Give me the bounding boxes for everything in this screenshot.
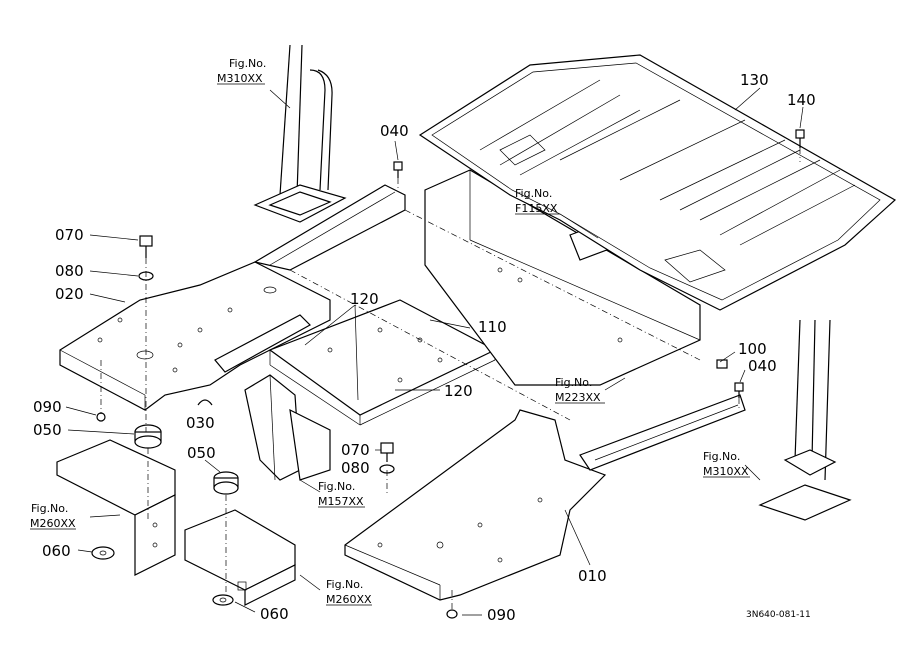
part-label-120: 120: [444, 382, 473, 400]
part-label-080: 080: [55, 262, 84, 280]
part-label-060: 060: [260, 605, 289, 623]
fig-ref-label: Fig.No.: [229, 57, 266, 70]
part-label-050: 050: [187, 444, 216, 462]
part-label-010: 010: [578, 567, 607, 585]
left-stand: [56, 439, 176, 576]
upper-left-pillar: [253, 44, 347, 223]
rubber-mount-050-bottom: [213, 471, 239, 495]
fig-ref-f115: Fig.No. F115XX: [515, 187, 560, 215]
part-label-060: 060: [42, 542, 71, 560]
part-label-030: 030: [186, 414, 215, 432]
part-label-110: 110: [478, 318, 507, 336]
part-label-090: 090: [33, 398, 62, 416]
part-label-140: 140: [787, 91, 816, 109]
bolt-070-center: [379, 442, 395, 474]
fig-ref-code: M157XX: [318, 495, 364, 508]
right-pillar: [758, 319, 852, 521]
washer-060-left: [91, 546, 115, 560]
part-label-070: 070: [341, 441, 370, 459]
bolt-140: [795, 129, 805, 148]
fig-ref-label: Fig.No.: [318, 480, 355, 493]
fig-ref-label: Fig.No.: [703, 450, 740, 463]
fig-ref-code: M310XX: [703, 465, 749, 478]
part-labels: 070 080 020 090 050 060 050 030 060 120 …: [33, 71, 816, 624]
bolt-090-bottom: [446, 609, 458, 619]
part-label-020: 020: [55, 285, 84, 303]
part-label-080: 080: [341, 459, 370, 477]
fig-ref-code: M310XX: [217, 72, 263, 85]
left-floor-bracket-020: [59, 184, 406, 411]
drawing-code: 3N640-081-11: [746, 610, 811, 620]
fig-ref-code: M223XX: [555, 391, 601, 404]
part-label-040: 040: [380, 122, 409, 140]
fig-ref-code: M260XX: [326, 593, 372, 606]
fig-ref-label: Fig.No.: [555, 376, 592, 389]
fig-ref-code: M260XX: [30, 517, 76, 530]
center-bracket: [244, 374, 331, 481]
bolt-100: [716, 359, 728, 369]
part-label-130: 130: [740, 71, 769, 89]
bottom-stand: [184, 509, 296, 606]
bolt-040-right: [734, 382, 744, 398]
fig-ref-m260-left: Fig.No. M260XX: [30, 502, 76, 530]
part-label-120: 120: [350, 290, 379, 308]
fig-ref-label: Fig.No.: [31, 502, 68, 515]
bolt-090-left: [96, 412, 106, 422]
fig-ref-m157: Fig.No. M157XX: [318, 480, 365, 508]
part-label-090: 090: [487, 606, 516, 624]
part-label-100: 100: [738, 340, 767, 358]
fig-ref-label: Fig.No.: [326, 578, 363, 591]
right-floor-plate-010: [344, 394, 746, 601]
fig-ref-m260-bottom: Fig.No. M260XX: [326, 578, 372, 606]
fig-ref-m310-top: Fig.No. M310XX: [217, 57, 266, 85]
clip-030: [197, 399, 213, 406]
part-label-040: 040: [748, 357, 777, 375]
rubber-mount-050-left: [134, 424, 162, 449]
fig-ref-label: Fig.No.: [515, 187, 552, 200]
fig-ref-m223: Fig.No. M223XX: [555, 376, 605, 404]
floor-mat-130: [418, 54, 897, 311]
fig-ref-m310-right: Fig.No. M310XX: [703, 450, 750, 478]
part-label-050: 050: [33, 421, 62, 439]
washer-060-bottom: [212, 594, 234, 606]
part-label-070: 070: [55, 226, 84, 244]
fig-ref-code: F115XX: [515, 202, 558, 215]
bolt-040-top: [393, 161, 403, 178]
